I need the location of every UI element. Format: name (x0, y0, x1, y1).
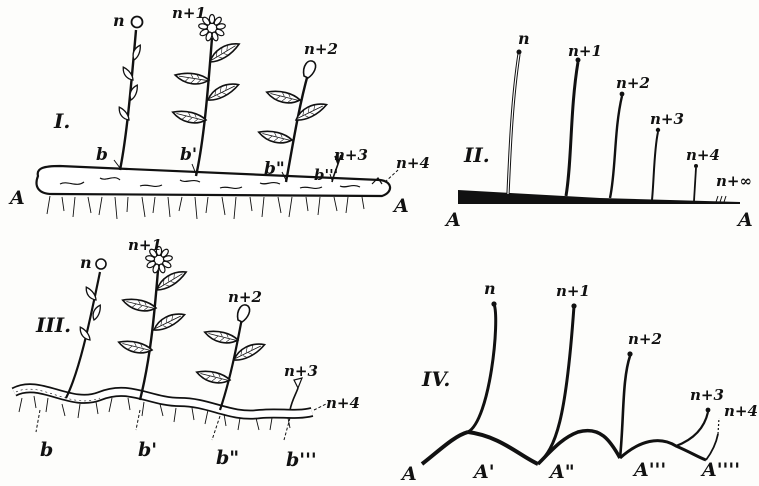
label-iii-b1: b' (138, 439, 157, 461)
label-i-n: n (113, 11, 125, 30)
numeral-iv: IV. (421, 367, 450, 391)
label-iv-a0: A (400, 463, 417, 485)
label-iv-n4: n+4 (724, 402, 758, 420)
label-iii-b3: b''' (286, 449, 317, 471)
label-i-b2: b" (264, 159, 285, 179)
panel-iii: III. n n+1 n+2 n+3 n+4 b b' b" b''' (14, 236, 360, 471)
label-ii-ninf: n+∞ (716, 172, 752, 190)
label-iii-n4: n+4 (326, 394, 360, 412)
label-ii-a0: A (444, 209, 461, 231)
label-ii-n2: n+2 (616, 74, 650, 92)
label-iii-b0: b (40, 439, 53, 461)
label-iv-n2: n+2 (628, 330, 662, 348)
panel-iv: IV. n n+1 n+2 n+3 n+4 A A' A" A''' A'''' (400, 279, 758, 485)
label-i-n4: n+4 (396, 154, 430, 172)
panel-ii: II. n n+1 n+2 n+3 n+4 n+∞ A A (444, 29, 753, 231)
label-iv-n3: n+3 (690, 386, 724, 404)
label-ii-n1: n+1 (568, 42, 602, 60)
label-i-n3: n+3 (334, 146, 368, 164)
label-i-b0: b (96, 145, 108, 165)
numeral-ii: II. (463, 143, 490, 167)
label-iv-a3: A''' (632, 459, 666, 481)
label-iv-a4: A'''' (700, 459, 740, 481)
label-i-n1: n+1 (172, 4, 206, 22)
numeral-iii: III. (35, 313, 71, 337)
label-i-a0: A (8, 187, 25, 209)
label-i-b1: b' (180, 145, 197, 165)
label-iv-a1: A' (472, 461, 495, 483)
label-ii-n3: n+3 (650, 110, 684, 128)
label-ii-n: n (518, 29, 530, 48)
label-iii-n: n (80, 253, 92, 272)
panel-i: I. n n+1 n+2 n+3 n+4 b b' b" b''' A A (8, 4, 430, 219)
numeral-i: I. (53, 109, 70, 133)
label-ii-n4: n+4 (686, 146, 720, 164)
label-i-n2: n+2 (304, 40, 338, 58)
label-iv-a2: A" (548, 461, 575, 483)
label-iii-n3: n+3 (284, 362, 318, 380)
label-iii-n1: n+1 (128, 236, 162, 254)
label-i-b3: b''' (314, 166, 338, 184)
label-i-a1: A (392, 195, 409, 217)
axis-ii (458, 190, 740, 204)
label-ii-a1: A (736, 209, 753, 231)
label-iv-n: n (484, 279, 496, 298)
label-iii-n2: n+2 (228, 288, 262, 306)
label-iv-n1: n+1 (556, 282, 590, 300)
label-iii-b2: b" (216, 447, 239, 469)
